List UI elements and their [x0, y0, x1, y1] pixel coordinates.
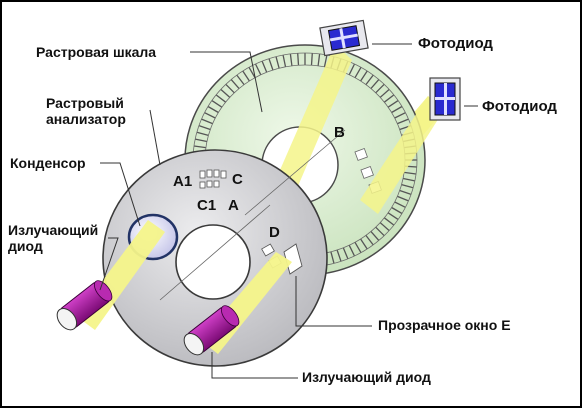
- label-photodiode-right: Фотодиод: [482, 98, 557, 115]
- raster-tick: [383, 217, 395, 226]
- raster-tick: [402, 177, 415, 182]
- leader-lines: [99, 43, 478, 379]
- cylinder-led-icon: [56, 280, 113, 331]
- raster-tick: [289, 53, 293, 66]
- axis-line-back: [244, 129, 346, 216]
- label-condenser: Конденсор: [10, 155, 86, 171]
- disk-letter-b: B: [334, 124, 345, 141]
- raster-tick: [375, 83, 385, 94]
- light-beam-upper-through: [280, 44, 352, 186]
- raster-tick: [207, 105, 219, 114]
- raster-tick: [204, 112, 216, 119]
- raster-tick: [195, 138, 208, 143]
- raster-tick: [236, 74, 245, 85]
- raster-tick: [348, 63, 356, 76]
- raster-tick: [365, 235, 374, 246]
- axis-line-front: [159, 204, 271, 301]
- label-raster-analyzer-line1: Растровый: [46, 95, 124, 111]
- disk-letter-c1: C1: [197, 197, 217, 214]
- raster-tick: [401, 183, 414, 189]
- raster-tick: [317, 53, 321, 66]
- raster-tick: [220, 88, 231, 98]
- raster-tick: [375, 226, 385, 237]
- label-raster-analyzer: Растровый анализатор: [46, 95, 126, 127]
- label-emitting-diode-bottom: Излучающий диод: [302, 369, 431, 385]
- raster-tick: [360, 70, 368, 82]
- raster-tick: [248, 66, 256, 79]
- raster-tick: [310, 53, 313, 66]
- raster-tick: [348, 244, 356, 257]
- raster-tick: [391, 105, 403, 114]
- raster-tick: [342, 247, 349, 260]
- disk-letter-a: A: [228, 197, 239, 214]
- label-raster-analyzer-line2: анализатор: [46, 111, 126, 128]
- label-raster-scale: Растровая шкала: [36, 44, 157, 60]
- label-emitting-diode-left-line1: Излучающий: [8, 222, 99, 238]
- raster-tick: [387, 212, 399, 220]
- raster-tick: [379, 222, 390, 232]
- raster-tick: [336, 249, 342, 262]
- raster-tick: [323, 54, 328, 67]
- raster-tick: [215, 94, 227, 103]
- raster-tick: [211, 100, 223, 108]
- raster-tick: [391, 206, 403, 215]
- analyzer-disk-hub: [175, 224, 251, 300]
- raster-tick: [394, 201, 406, 208]
- raster-tick: [268, 58, 274, 71]
- raster-tick: [397, 195, 409, 202]
- raster-tick: [387, 100, 399, 108]
- raster-tick: [360, 238, 368, 250]
- raster-tick: [330, 251, 335, 264]
- label-photodiode-top: Фотодиод: [418, 35, 493, 52]
- raster-tick: [230, 79, 240, 90]
- raster-tick: [354, 241, 362, 254]
- raster-tick: [261, 60, 268, 73]
- raster-tick: [201, 118, 213, 125]
- raster-tick: [275, 56, 280, 69]
- light-beam-lower-through: [360, 96, 444, 214]
- raster-tick: [282, 54, 287, 67]
- raster-tick: [397, 118, 409, 125]
- raster-tick: [383, 94, 395, 103]
- raster-tick: [379, 88, 390, 98]
- label-emitting-diode-left: Излучающий диод: [8, 222, 98, 254]
- raster-tick: [404, 171, 417, 175]
- raster-tick: [370, 230, 380, 241]
- disk-letter-d: D: [269, 224, 280, 241]
- cylinder-led-icon-bottom: [183, 305, 240, 356]
- raster-tick: [198, 124, 211, 131]
- label-transparent-window: Прозрачное окно E: [378, 317, 511, 333]
- raster-tick: [225, 83, 235, 94]
- raster-tick: [196, 131, 209, 137]
- label-emitting-diode-left-line2: диод: [8, 238, 43, 255]
- photodiode-chip-icon: [319, 19, 369, 57]
- disk-letter-a1: A1: [173, 173, 193, 190]
- raster-tick: [193, 145, 206, 149]
- raster-tick: [297, 53, 300, 66]
- raster-tick: [394, 112, 406, 119]
- raster-tick: [242, 70, 250, 82]
- raster-tick: [354, 66, 362, 79]
- raster-tick: [365, 74, 374, 85]
- disk-letter-c-top: C: [232, 171, 243, 188]
- photodiode-chip-icon-right: [429, 77, 461, 121]
- raster-tick: [370, 79, 380, 90]
- raster-tick: [399, 189, 412, 196]
- raster-tick: [254, 63, 262, 76]
